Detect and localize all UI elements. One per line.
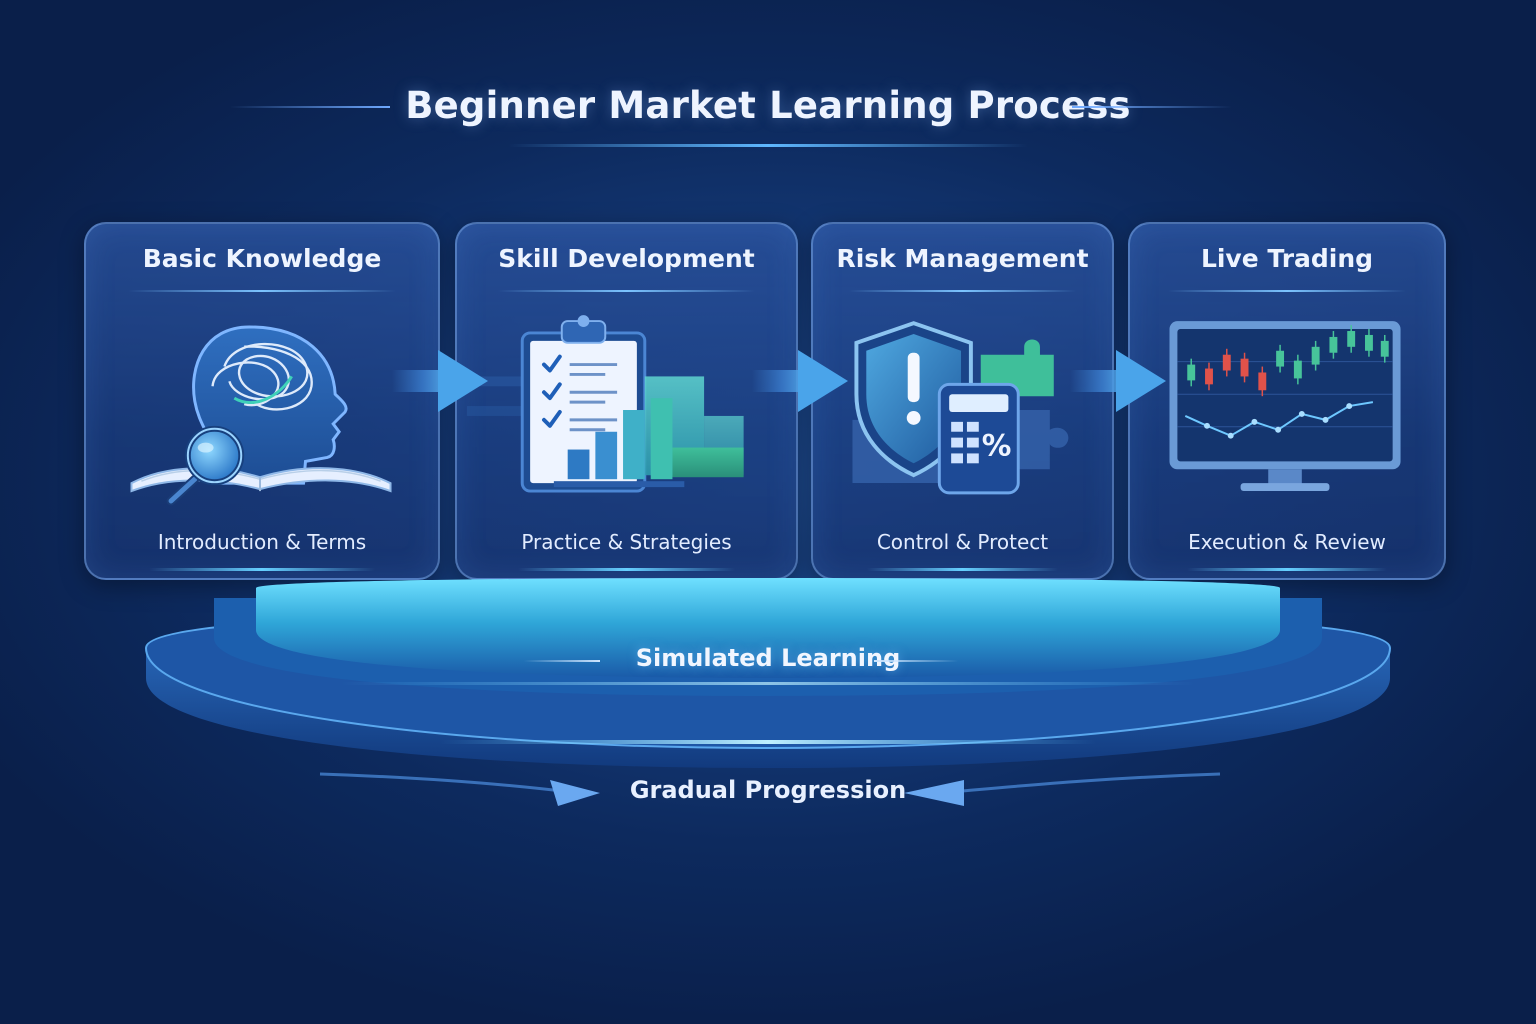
step-title-divider [1167,290,1407,292]
step-title-divider [848,290,1077,292]
candle-body [1187,364,1196,381]
platform-label-decoration-left [524,660,600,662]
svg-text:%: % [982,428,1012,462]
candlestick-monitor-icon [1169,321,1401,491]
simulated-learning-platform [144,578,1392,768]
step-subtitle: Execution & Review [1188,530,1386,554]
step-title-divider [128,290,396,292]
head-book-magnifier-icon [130,325,392,506]
step-title: Skill Development [498,244,755,273]
candle-body [1205,368,1213,385]
step-card-live-trading: Live Trading Execution & Review [1128,222,1446,580]
step-subtitle: Introduction & Terms [157,530,367,554]
progression-label: Gradual Progression [629,776,907,804]
platform-label: Simulated Learning [635,644,901,672]
flow-arrow-1-icon [392,350,488,412]
candle-body [1365,334,1373,351]
candle-body [1329,336,1338,353]
page-title: Beginner Market Learning Process [405,84,1131,127]
step-subtitle: Control & Protect [876,530,1049,554]
candle-body [1222,354,1231,371]
platform-label-decoration-right [874,660,958,662]
flow-arrow-2-icon [752,350,848,412]
step-title: Live Trading [1200,244,1374,273]
step-card-basic-knowledge: Basic Knowledge [84,222,440,580]
step-card-risk-management: Risk Management % Control & [811,222,1114,580]
candle-body [1276,350,1285,367]
candle-body [1293,360,1302,379]
step-subtitle-glow [866,568,1059,571]
step-subtitle-glow [1186,568,1388,571]
candle-body [1311,346,1320,365]
title-underline [508,144,1028,147]
step-subtitle: Practice & Strategies [521,530,732,554]
candle-body [1240,358,1249,377]
candle-body [1380,340,1389,357]
step-title: Basic Knowledge [142,244,382,273]
step-subtitle-glow [518,568,735,571]
shield-calculator-puzzle-icon: % [852,321,1069,495]
checklist-bar-chart-icon [466,315,744,493]
candle-body [1258,372,1267,391]
progression-arrows-icon [319,772,1221,806]
step-card-skill-development: Skill Development [455,222,798,580]
title-decoration-left [230,106,390,108]
flow-arrow-3-icon [1070,350,1166,412]
step-title-divider [497,290,756,292]
step-subtitle-glow [149,568,375,571]
candle-body [1347,331,1356,347]
title-decoration-right [1072,106,1232,108]
step-title: Risk Management [836,244,1089,273]
